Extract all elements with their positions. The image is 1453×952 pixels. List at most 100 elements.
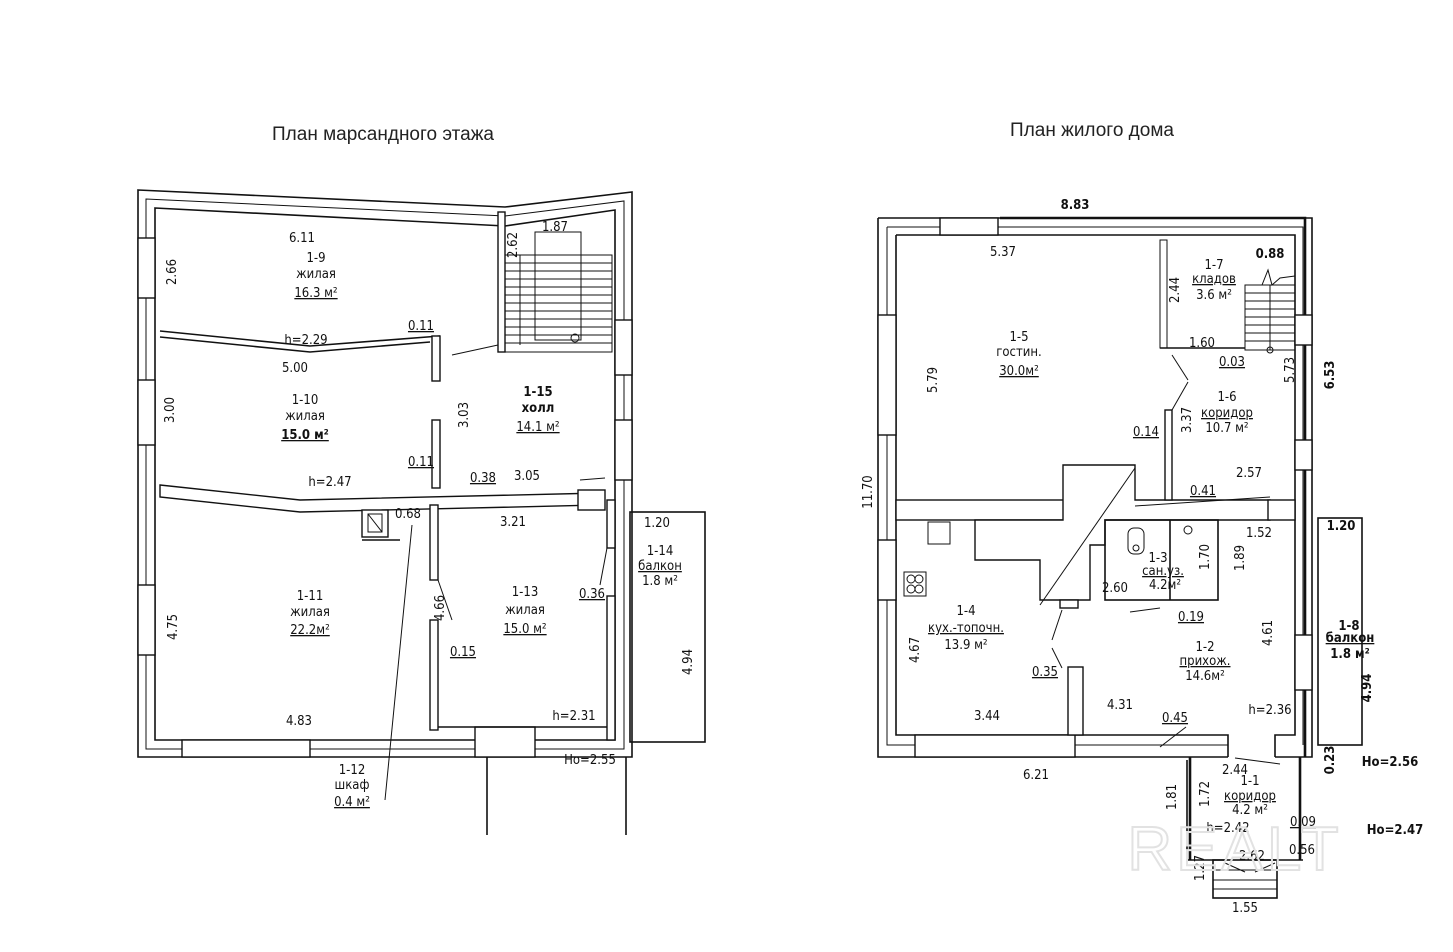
- dimension-label: Ho=2.47: [1367, 823, 1423, 838]
- partition-wall: [606, 595, 616, 741]
- dimension-label: 1.81: [1165, 784, 1180, 810]
- sink-box-icon: [927, 521, 951, 545]
- dimension-label: h=2.36: [1248, 703, 1291, 718]
- outer-wall-inner: [154, 207, 616, 741]
- dimension-label: 1.55: [1232, 901, 1258, 916]
- room-number: 1-3: [1148, 551, 1167, 566]
- dimension-label: 6.11: [289, 231, 315, 246]
- dimension-label: 2.44: [1168, 277, 1183, 303]
- dimension-label: h=2.31: [552, 709, 595, 724]
- dimension-label: 0.45: [1162, 711, 1188, 726]
- dimension-label: 2.62: [506, 232, 521, 258]
- room-area: 14.6м²: [1185, 669, 1225, 684]
- door-swing: [1051, 647, 1063, 669]
- dimension-label: 0.88: [1256, 247, 1285, 262]
- dimension-label: 3.05: [514, 469, 540, 484]
- balcony-outline: [629, 511, 706, 743]
- dimension-label: 1.27: [1193, 855, 1208, 881]
- wall-hatch: [145, 198, 625, 750]
- partition-wall: [606, 499, 616, 549]
- room-number: 1-2: [1195, 640, 1214, 655]
- room-name: холл: [522, 401, 555, 416]
- dimension-label: 1.89: [1233, 545, 1248, 571]
- entrance-walls: [1188, 757, 1302, 860]
- outer-wall: [137, 189, 633, 758]
- room-number: 1-10: [292, 393, 319, 408]
- dimension-labels: 8.83 5.37 0.88 2.44 5.79 1.60 0.03 5.73 …: [861, 198, 1423, 916]
- room-number: 1-9: [306, 251, 325, 266]
- dimension-label: 0.14: [1133, 425, 1159, 440]
- dimension-label: 2.62: [1239, 849, 1265, 864]
- room-area: 4.2м²: [1149, 578, 1181, 593]
- dimension-label: 2.57: [1236, 466, 1262, 481]
- room-name: балкон: [1326, 631, 1375, 646]
- room-number: 1-4: [956, 604, 975, 619]
- dimension-label: 3.21: [500, 515, 526, 530]
- dimension-label: 1.72: [1198, 781, 1213, 807]
- dimension-label: 1.70: [1198, 544, 1213, 570]
- room-label-1-15: 1-15 холл 14.1 м²: [516, 385, 559, 435]
- toilet-icon: [1127, 527, 1145, 555]
- dimension-label: 0.03: [1219, 355, 1245, 370]
- dimension-label: 0.11: [408, 455, 434, 470]
- chimney-icon: [361, 509, 400, 541]
- outer-wall-accent: [1000, 216, 1307, 757]
- partition-wall: [429, 504, 439, 581]
- room-area: 16.3 м²: [294, 286, 337, 301]
- dimension-label: 4.31: [1107, 698, 1133, 713]
- dimension-label: 3.00: [163, 397, 178, 423]
- partition-wall: [1159, 239, 1168, 349]
- dimension-label: 3.37: [1180, 407, 1195, 433]
- door-swing: [1051, 609, 1063, 641]
- room-area: 1.8 м²: [1330, 647, 1369, 662]
- watermark: REALT: [1127, 815, 1342, 884]
- plan-title: План жилого дома: [1010, 120, 1174, 141]
- sink-icon: [1183, 525, 1193, 535]
- room-area: 22.2м²: [290, 623, 330, 638]
- dimension-label: Ho=2.56: [1362, 755, 1418, 770]
- partition-wall: [895, 499, 1065, 521]
- dimension-label: 0.41: [1190, 484, 1216, 499]
- door-swing: [437, 579, 453, 621]
- dimension-label: 5.00: [282, 361, 308, 376]
- room-label-1-12: 1-12 шкаф 0.4 м²: [334, 763, 370, 810]
- room-number: 1-8: [1338, 619, 1359, 634]
- room-number: 1-6: [1217, 390, 1236, 405]
- dimension-label: 2.66: [165, 259, 180, 285]
- room-label-1-8: 1-8 балкон 1.8 м²: [1326, 619, 1375, 662]
- dimension-label: 5.73: [1283, 357, 1298, 383]
- door-swing: [1159, 726, 1187, 748]
- room-area: 13.9 м²: [944, 638, 987, 653]
- dimension-label: 2.44: [1222, 763, 1248, 778]
- room-area: 14.1 м²: [516, 420, 559, 435]
- room-label-1-2: 1-2 прихож. 14.6м²: [1180, 640, 1231, 684]
- door-swing: [1129, 607, 1161, 613]
- entrance-steps: [1212, 859, 1278, 899]
- dimension-label: 0.35: [1032, 665, 1058, 680]
- room-name: жилая: [296, 267, 336, 282]
- door-swing: [599, 547, 608, 586]
- house-floor-plan: План жилого дома: [861, 120, 1423, 916]
- dimension-label: 4.94: [681, 649, 696, 675]
- room-label-1-4: 1-4 кух.-топочн. 13.9 м²: [928, 604, 1004, 653]
- porch-outline: [486, 757, 627, 835]
- room-label-1-13: 1-13 жилая 15.0 м²: [503, 585, 546, 637]
- room-name: сан.уз.: [1142, 564, 1184, 579]
- plan-title: План марсандного этажа: [272, 124, 494, 145]
- dimension-label: 0.56: [1289, 843, 1315, 858]
- partition-wall: [431, 335, 441, 382]
- room-name: гостин.: [996, 345, 1042, 360]
- dimension-label: 3.44: [974, 709, 1000, 724]
- room-label-1-7: 1-7 кладов 3.6 м²: [1192, 258, 1236, 303]
- room-name: коридор: [1224, 789, 1276, 804]
- room-number: 1-11: [297, 589, 324, 604]
- partition-wall: [429, 619, 439, 731]
- room-number: 1-13: [512, 585, 539, 600]
- staircase: [451, 211, 613, 356]
- room-area: 3.6 м²: [1196, 288, 1232, 303]
- partition-wall: [1164, 409, 1173, 501]
- room-name: жилая: [505, 603, 545, 618]
- room-area: 1.8 м²: [642, 574, 678, 589]
- dimension-label: 1.87: [542, 220, 568, 235]
